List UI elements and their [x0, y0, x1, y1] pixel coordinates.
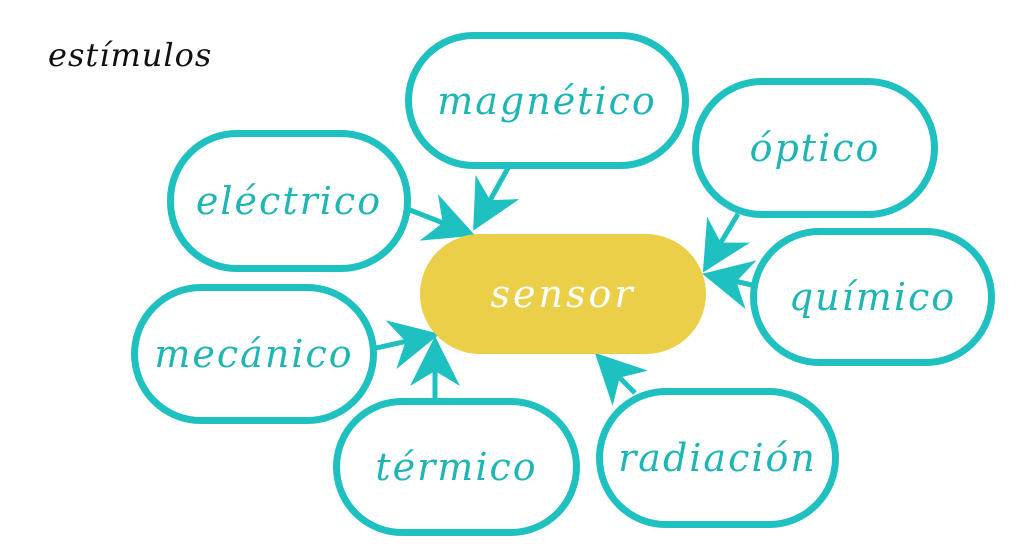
- sensor-node: sensor: [420, 234, 706, 354]
- node-mecanico: mecánico: [131, 284, 377, 424]
- node-label: químico: [788, 275, 957, 319]
- node-radiacion: radiación: [596, 388, 839, 528]
- node-optico: óptico: [692, 78, 938, 218]
- arrow-electrico: [409, 194, 476, 241]
- arrow-mecanico: [375, 320, 440, 370]
- arrow-optico: [702, 212, 751, 273]
- arrow-radiacion: [594, 352, 648, 406]
- node-label: radiación: [618, 436, 817, 480]
- arrow-quimico: [702, 260, 757, 310]
- diagram-title: estímulos: [48, 36, 213, 74]
- node-label: térmico: [375, 445, 538, 489]
- node-magnetico: magnético: [405, 32, 689, 169]
- node-electrico: eléctrico: [167, 130, 411, 272]
- sensor-label: sensor: [490, 272, 636, 316]
- node-termico: térmico: [333, 398, 580, 536]
- node-label: magnético: [437, 78, 657, 123]
- node-quimico: químico: [750, 228, 995, 366]
- node-label: eléctrico: [195, 179, 383, 223]
- node-label: óptico: [749, 126, 881, 170]
- arrow-magnetico: [473, 166, 520, 231]
- node-label: mecánico: [154, 332, 354, 376]
